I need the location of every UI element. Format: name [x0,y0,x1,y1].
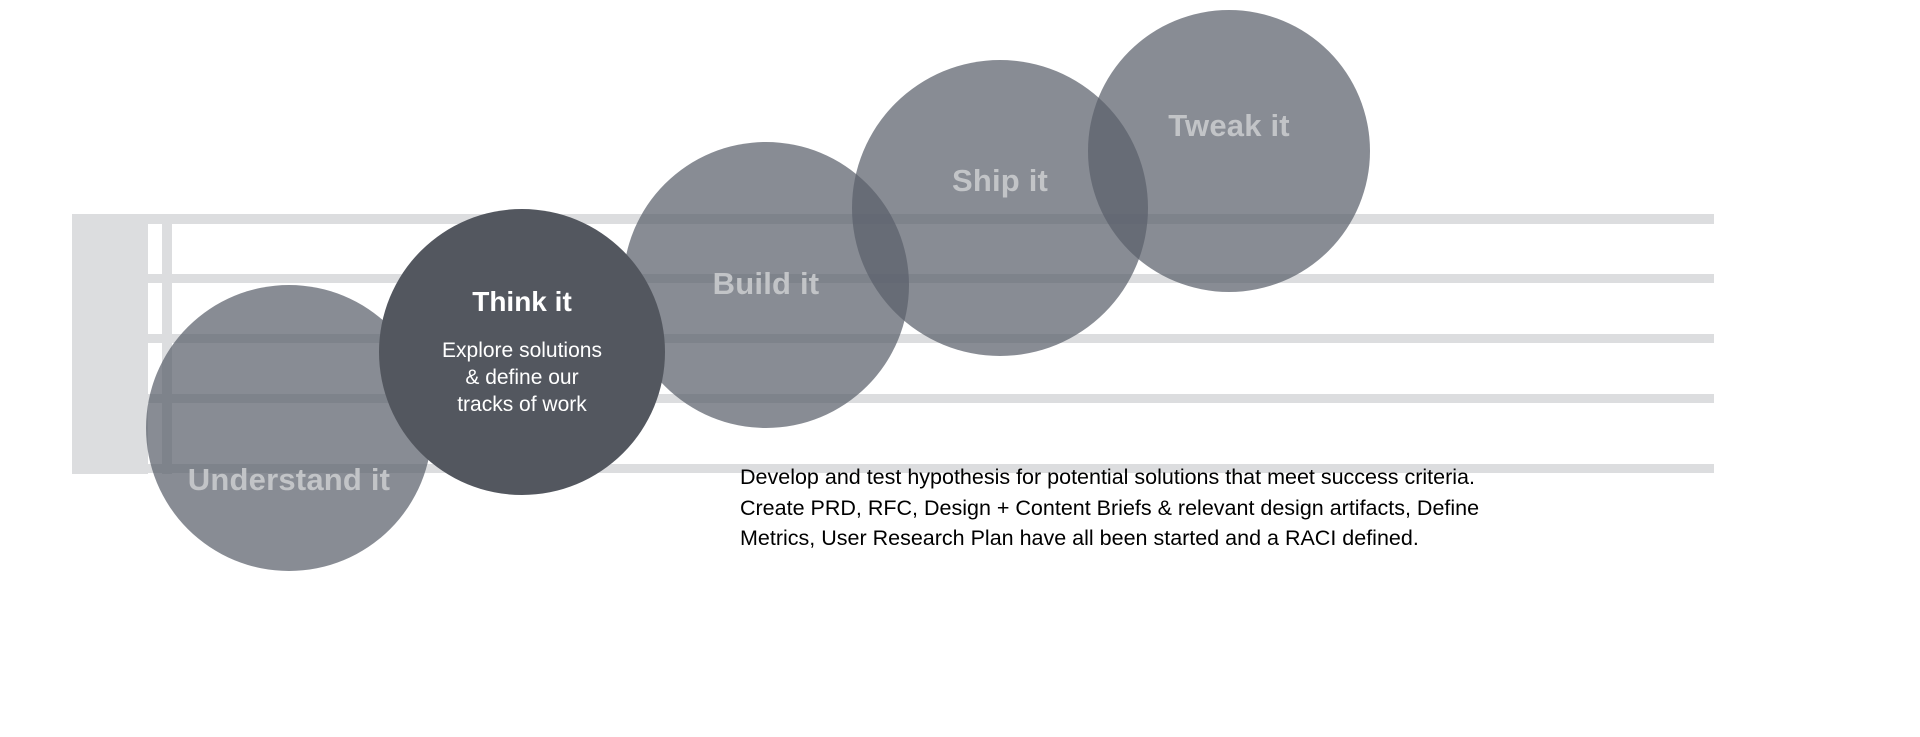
caption-line: Metrics, User Research Plan have all bee… [740,526,1419,551]
grid-row-line-4 [138,464,1714,473]
stage-label-build: Build it [712,266,820,302]
grid-column-divider-1 [138,214,148,474]
stage-circle-tweak[interactable]: Tweak it [1088,10,1370,292]
stage-description-think: Explore solutions & define our tracks of… [442,338,602,419]
grid-left-panel [72,214,138,474]
stage-caption: Develop and test hypothesis for potentia… [740,462,1510,554]
stage-description-line: tracks of work [457,392,587,416]
stage-description-line: Explore solutions [442,338,602,362]
stage-label-ship: Ship it [951,163,1049,199]
stage-label-think: Think it [472,285,572,317]
grid-column-divider-2 [162,214,172,474]
stage-label-tweak: Tweak it [1168,108,1290,144]
caption-line: Create PRD, RFC, Design + Content Briefs… [740,495,1480,520]
stage-description-line: & define our [465,365,579,389]
stage-circle-understand[interactable]: Understand it [146,285,432,571]
grid-row-line-2 [138,334,1714,343]
stage-label-understand: Understand it [187,462,391,498]
grid-row-line-3 [138,394,1714,403]
stage-circle-think[interactable]: Think it Explore solutions & define our … [379,209,665,495]
caption-line: Develop and test hypothesis for potentia… [740,465,1475,489]
